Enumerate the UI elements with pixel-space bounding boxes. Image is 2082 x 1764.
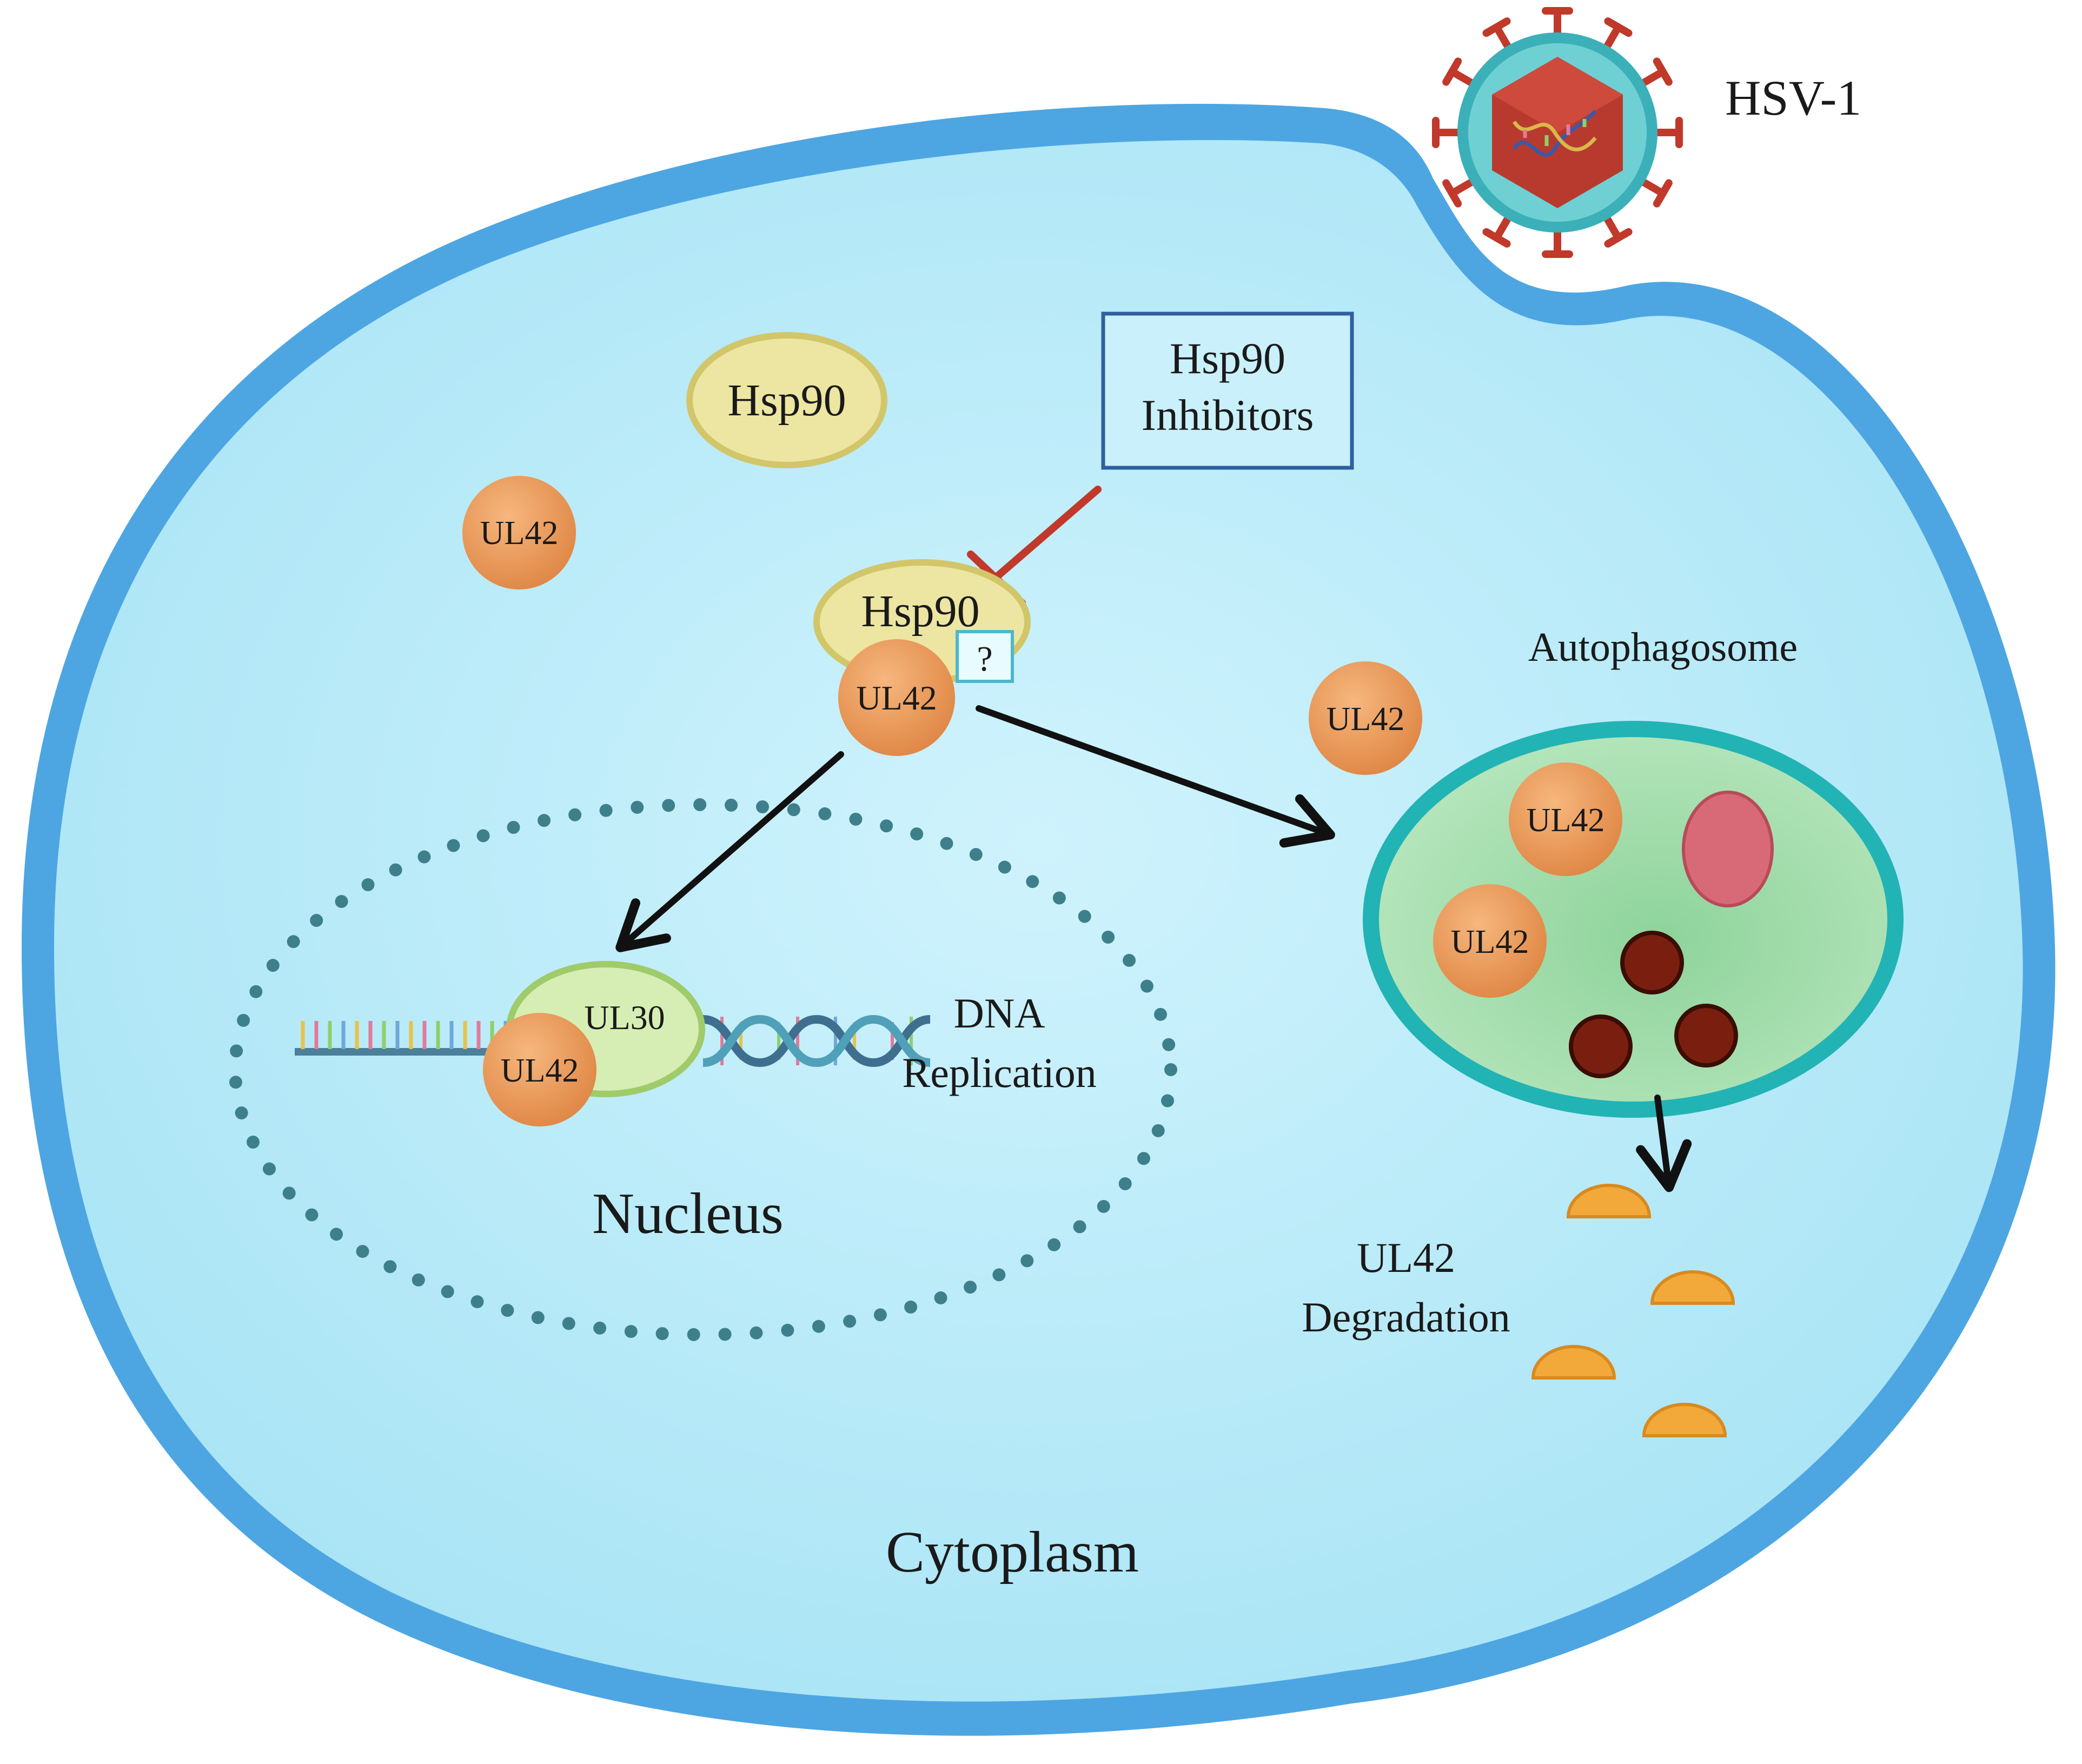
- dark-vesicle-2: [1569, 1014, 1633, 1078]
- fragment-4: [1642, 1403, 1727, 1437]
- fragment-3: [1531, 1345, 1616, 1380]
- ul42-free-label: UL42: [480, 515, 559, 552]
- ul42-autophagosome-1: [1509, 762, 1622, 876]
- dark-vesicle-3: [1674, 1004, 1738, 1067]
- ul42-autophagosome-1-label: UL42: [1527, 802, 1605, 839]
- ul42-autophagosome-2: [1433, 884, 1547, 998]
- fragment-1: [1566, 1184, 1652, 1218]
- inhibitor-label-line1: Hsp90: [1170, 334, 1285, 383]
- dna-replication-line1: DNA: [954, 990, 1045, 1037]
- nucleus-label: Nucleus: [592, 1182, 784, 1246]
- ul42-nucleus-label: UL42: [501, 1052, 579, 1089]
- ul42-cytoplasm-right: [1309, 661, 1422, 775]
- ul42-autophagosome-2-label: UL42: [1451, 924, 1529, 960]
- ul42-cytoplasm-right-label: UL42: [1327, 701, 1405, 738]
- dna-helix-icon: [702, 1014, 931, 1067]
- arrow-to-autophagosome: [976, 705, 1335, 848]
- virus-icon: [1436, 7, 1679, 254]
- dark-vesicle-1: [1620, 931, 1684, 994]
- autophagosome-label: Autophagosome: [1528, 625, 1798, 670]
- virus-dna-icon: [1513, 109, 1597, 157]
- hsp90-complex-label: Hsp90: [861, 586, 979, 636]
- organelle-debris: [1682, 791, 1774, 907]
- cytoplasm-label: Cytoplasm: [886, 1520, 1139, 1584]
- dna-single-strand: [295, 1021, 514, 1056]
- nucleus-boundary: [229, 798, 1177, 1341]
- arrow-to-degradation: [1636, 1095, 1692, 1192]
- fragment-2: [1650, 1270, 1735, 1305]
- dna-replication-line2: Replication: [902, 1049, 1097, 1096]
- ul30-label: UL30: [584, 998, 665, 1037]
- degradation-line1: UL42: [1357, 1234, 1455, 1281]
- question-mark: ?: [977, 639, 992, 679]
- inhibitor-box: [1101, 311, 1354, 470]
- ul42-free: [462, 476, 576, 589]
- virus-label: HSV-1: [1725, 70, 1861, 125]
- ul42-complex-label: UL42: [856, 679, 937, 717]
- question-box: [956, 630, 1014, 683]
- hsp90-free: [686, 332, 887, 468]
- ul42-nucleus: [483, 1013, 596, 1126]
- inhibitor-label-line2: Inhibitors: [1142, 390, 1314, 440]
- degradation-line2: Degradation: [1302, 1294, 1510, 1341]
- ul42-complex: [838, 639, 955, 756]
- arrow-to-nucleus: [615, 751, 844, 952]
- degraded-fragments: [1531, 1184, 1735, 1437]
- hsp90-free-label: Hsp90: [727, 375, 846, 426]
